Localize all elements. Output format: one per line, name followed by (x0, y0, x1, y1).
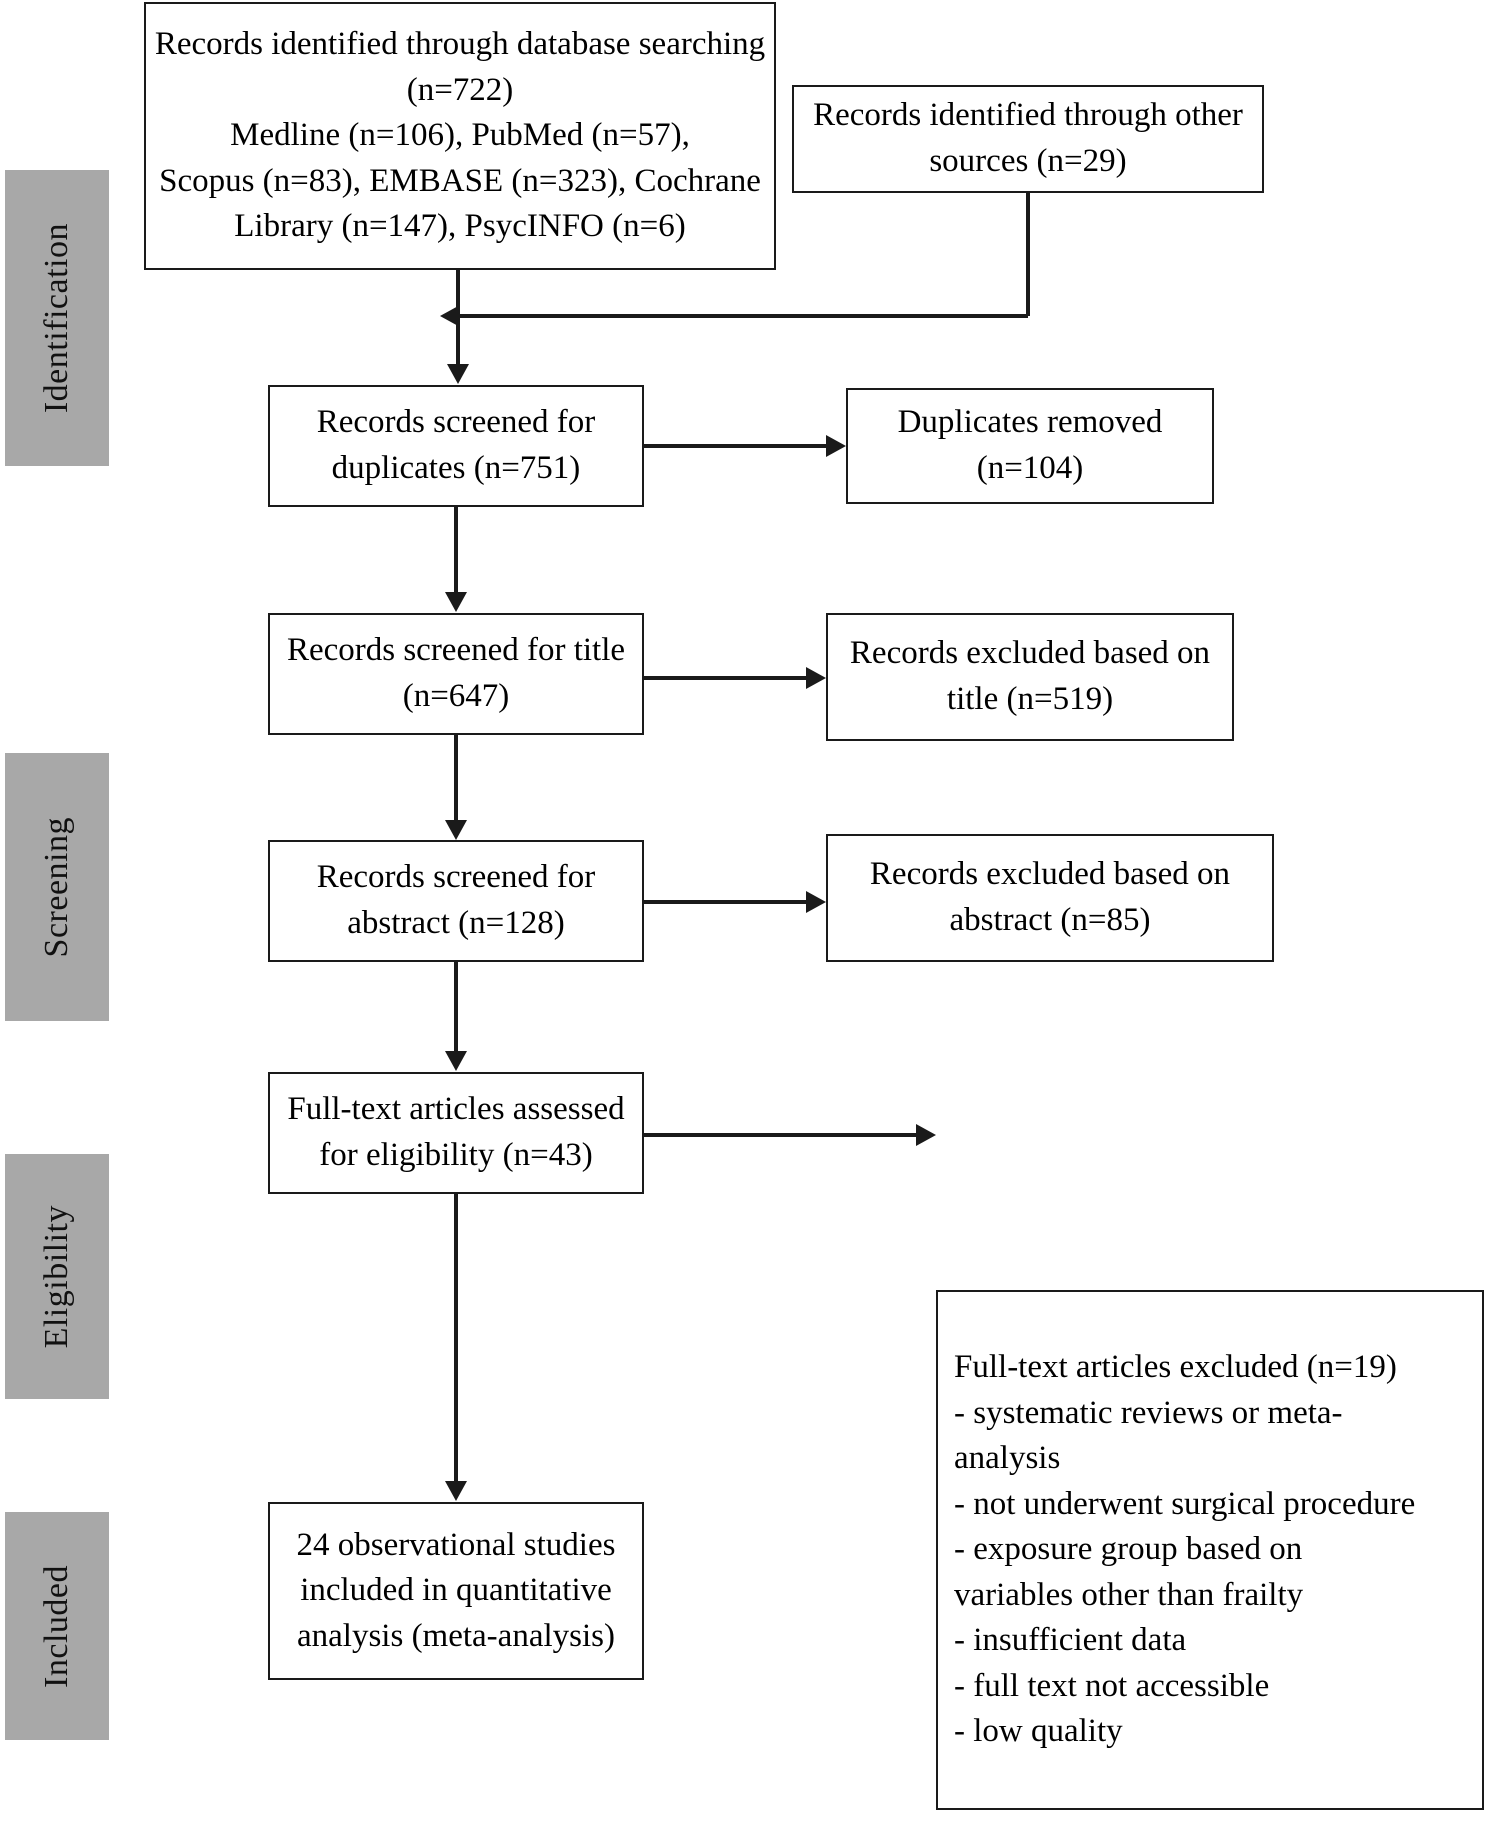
box-duplicates-removed: Duplicates removed (n=104) (846, 388, 1214, 504)
included-final-line-2: included in quantitative (300, 1572, 612, 1609)
excluded-title-line-1: Records excluded based on (849, 635, 1211, 672)
duplicates-removed-line-2: (n=104) (976, 450, 1084, 486)
database-search-line-3: Medline (n=106), PubMed (n=57), (230, 117, 690, 154)
arrowhead-into-duplicates-removed (826, 435, 846, 457)
connector-duplicates-to-removed (644, 444, 828, 448)
connector-abstract-down (454, 962, 458, 1054)
fulltext-assessed-line-2: for eligibility (n=43) (319, 1137, 593, 1173)
arrowhead-into-included-box (445, 1481, 467, 1501)
excluded-abstract-line-1: Records excluded based on (869, 856, 1231, 893)
stage-bar-eligibility: Eligibility (5, 1154, 109, 1399)
fulltext-excluded-line-3: analysis (954, 1440, 1061, 1477)
screened-title-line-1: Records screened for title (286, 632, 626, 669)
arrowhead-into-excluded-title (806, 667, 826, 689)
connector-abstract-to-excluded (644, 900, 808, 904)
fulltext-excluded-line-8: - full text not accessible (954, 1667, 1270, 1704)
other-sources-line-2: sources (n=29) (929, 143, 1127, 179)
connector-merged-down (456, 314, 460, 376)
arrowhead-into-abstract-box (445, 820, 467, 840)
connector-title-to-excluded (644, 676, 808, 680)
fulltext-excluded-line-2: - systematic reviews or meta- (954, 1394, 1343, 1431)
database-search-line-4: Scopus (n=83), EMBASE (n=323), Cochrane (159, 162, 761, 199)
box-other-sources: Records identified through other sources… (792, 85, 1264, 193)
fulltext-excluded-line-5: - exposure group based on (954, 1531, 1303, 1568)
screened-duplicates-line-2: duplicates (n=751) (331, 450, 581, 486)
other-sources-line-1: Records identified through other (813, 97, 1243, 134)
stage-label-identification: Identification (38, 222, 75, 414)
stage-bar-included: Included (5, 1512, 109, 1740)
fulltext-assessed-line-1: Full-text articles assessed (287, 1091, 625, 1128)
stage-bar-screening: Screening (5, 753, 109, 1021)
box-excluded-title: Records excluded based on title (n=519) (826, 613, 1234, 741)
box-screened-title: Records screened for title (n=647) (268, 613, 644, 735)
box-screened-abstract: Records screened for abstract (n=128) (268, 840, 644, 962)
connector-other-sources-to-junction (456, 314, 1028, 318)
box-fulltext-excluded: Full-text articles excluded (n=19) - sys… (936, 1290, 1484, 1810)
excluded-title-line-2: title (n=519) (946, 681, 1114, 717)
fulltext-excluded-line-9: - low quality (954, 1713, 1123, 1750)
arrowhead-into-fulltext-box (445, 1051, 467, 1071)
connector-database-search-down (456, 270, 460, 314)
arrowhead-into-excluded-abstract (806, 891, 826, 913)
screened-abstract-line-1: Records screened for (316, 859, 596, 896)
screened-duplicates-line-1: Records screened for (316, 404, 596, 441)
stage-label-eligibility: Eligibility (38, 1204, 75, 1349)
fulltext-excluded-line-4: - not underwent surgical procedure (954, 1485, 1416, 1522)
connector-fulltext-down (454, 1194, 458, 1484)
connector-other-sources-down (1026, 193, 1030, 316)
fulltext-excluded-line-6: variables other than frailty (954, 1576, 1304, 1613)
included-final-line-3: analysis (meta-analysis) (297, 1617, 615, 1654)
arrowhead-into-title-box (445, 592, 467, 612)
fulltext-excluded-line-7: - insufficient data (954, 1622, 1187, 1659)
excluded-abstract-line-2: abstract (n=85) (949, 902, 1151, 938)
arrowhead-merge-into-stream (440, 305, 460, 327)
box-database-search: Records identified through database sear… (144, 2, 776, 270)
database-search-line-1: Records identified through database sear… (154, 26, 766, 63)
screened-abstract-line-2: abstract (n=128) (347, 905, 565, 941)
arrowhead-into-fulltext-excluded (916, 1124, 936, 1146)
box-included-final: 24 observational studies included in qua… (268, 1502, 644, 1680)
fulltext-excluded-line-1: Full-text articles excluded (n=19) (954, 1349, 1397, 1386)
connector-title-down (454, 735, 458, 823)
stage-label-included: Included (38, 1564, 75, 1688)
duplicates-removed-line-1: Duplicates removed (897, 404, 1163, 441)
box-excluded-abstract: Records excluded based on abstract (n=85… (826, 834, 1274, 962)
box-fulltext-assessed: Full-text articles assessed for eligibil… (268, 1072, 644, 1194)
connector-fulltext-to-excluded (644, 1133, 918, 1137)
stage-label-screening: Screening (38, 816, 75, 958)
included-final-line-1: 24 observational studies (296, 1526, 616, 1563)
database-search-line-2: (n=722) (406, 71, 514, 108)
box-screened-duplicates: Records screened for duplicates (n=751) (268, 385, 644, 507)
arrowhead-into-duplicates-box (447, 364, 469, 384)
connector-duplicates-down (454, 507, 458, 595)
database-search-line-5: Library (n=147), PsycINFO (n=6) (234, 208, 686, 245)
stage-bar-identification: Identification (5, 170, 109, 466)
screened-title-line-2: (n=647) (402, 678, 510, 714)
